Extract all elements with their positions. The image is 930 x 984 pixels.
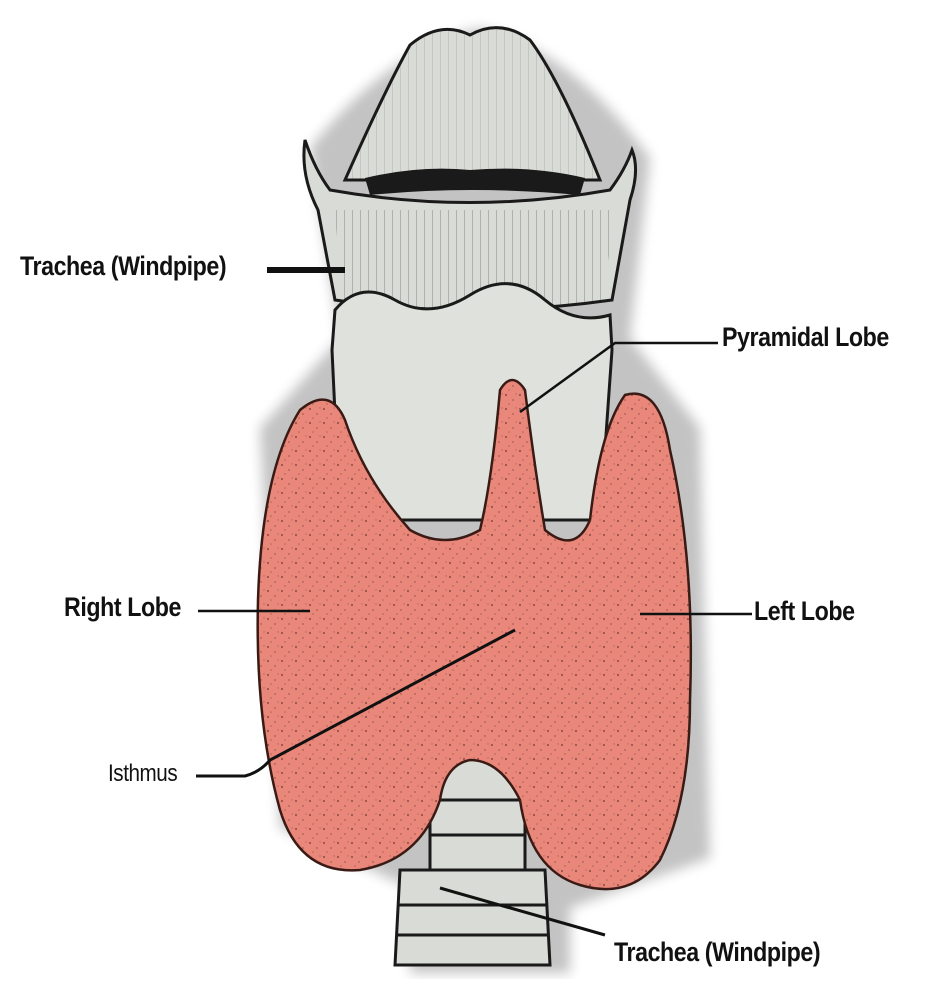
label-left-lobe: Left Lobe [754,596,855,627]
label-trachea-bottom: Trachea (Windpipe) [614,937,820,968]
label-right-lobe: Right Lobe [64,592,181,623]
label-pyramidal-lobe: Pyramidal Lobe [722,322,889,353]
label-isthmus: Isthmus [108,760,177,788]
label-trachea-top: Trachea (Windpipe) [20,251,226,282]
thyroid-cartilage-top [345,28,600,195]
